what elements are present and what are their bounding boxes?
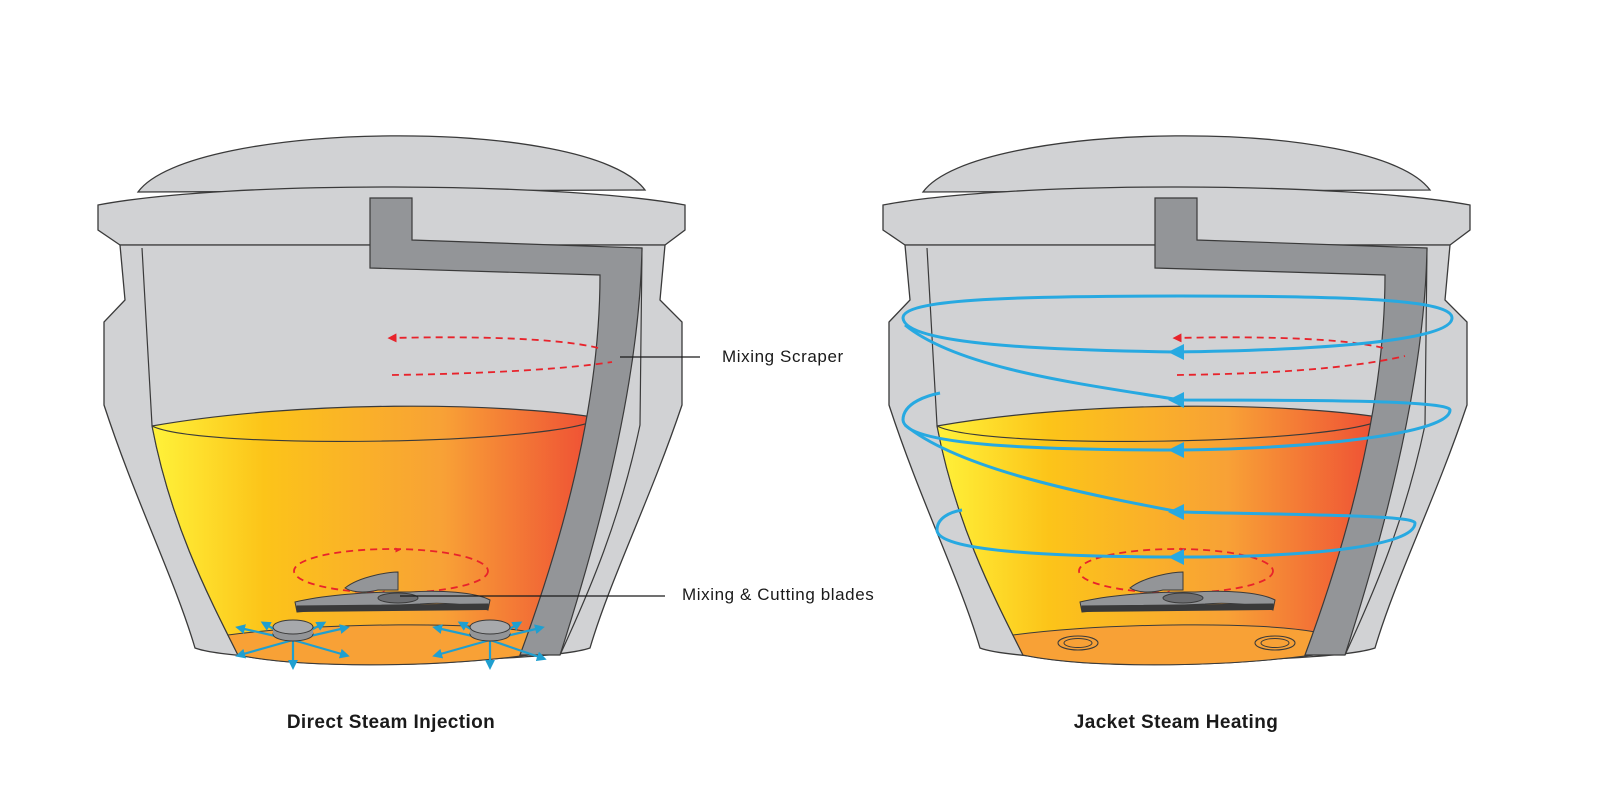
mixing-scraper-label: Mixing Scraper — [722, 347, 844, 366]
bottom-port-left — [1057, 635, 1099, 651]
jacket-coil-arrows — [1168, 344, 1184, 565]
vessel-lid — [136, 135, 647, 193]
liquid-surface-edge — [151, 417, 601, 442]
mixing-cutting-blades-label: Mixing & Cutting blades — [682, 585, 874, 604]
bottom-port-right — [1254, 635, 1296, 651]
jacket-steam-coil — [901, 294, 1454, 559]
scraper-rotation-arrow — [1172, 333, 1384, 349]
mixing-scraper — [1154, 197, 1428, 656]
vessel-lid — [921, 135, 1432, 193]
caption-jacket-steam-heating: Jacket Steam Heating — [1074, 712, 1278, 733]
steam-injector-right — [432, 619, 547, 670]
caption-direct-steam-injection: Direct Steam Injection — [287, 712, 495, 733]
scraper-rotation-arrow-lower — [1176, 355, 1406, 376]
steam-injector-left — [235, 619, 350, 670]
scraper-rotation-arrow-lower — [391, 361, 613, 376]
mixing-scraper — [369, 197, 643, 656]
vessel-inner-wall-right — [1344, 247, 1428, 656]
jacket-steam-heating-vessel — [882, 135, 1471, 666]
scraper-rotation-arrow — [387, 333, 599, 349]
vessel-inner-wall-right — [559, 247, 643, 656]
liquid-surface-edge — [936, 417, 1386, 442]
mixing-cutting-blades — [1079, 571, 1276, 613]
direct-steam-injection-vessel — [97, 135, 686, 670]
